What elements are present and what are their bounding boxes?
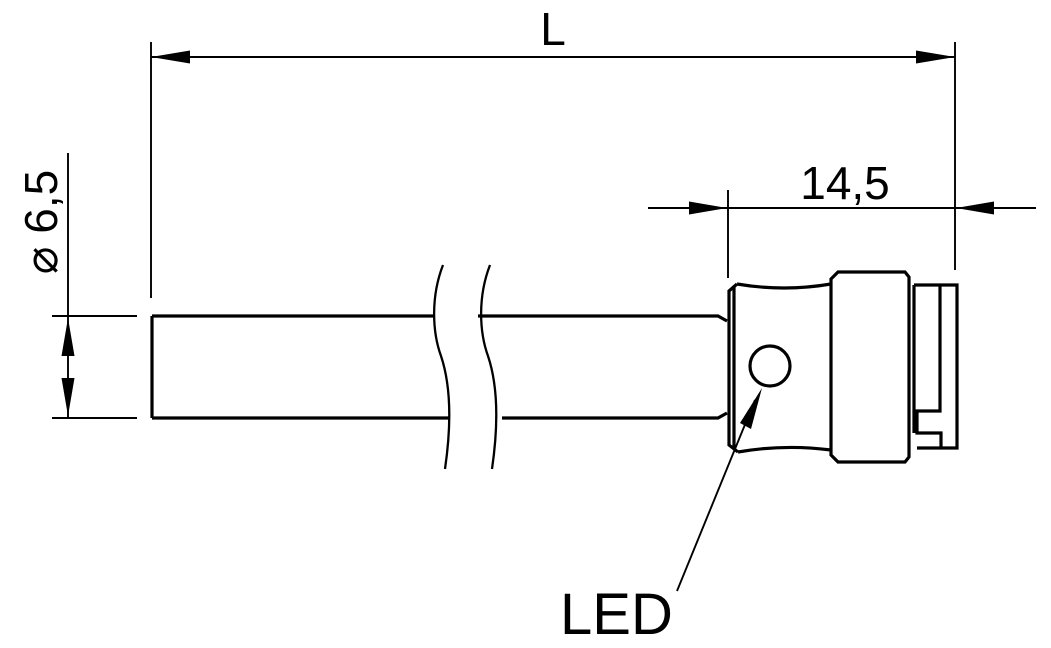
sensor-head-body — [727, 282, 832, 454]
led-callout: LED — [560, 388, 762, 647]
head-body-bottom-edge — [737, 445, 832, 454]
led-leader-arrow-icon — [740, 388, 762, 429]
led-indicator-circle — [748, 344, 792, 388]
connector-keyway-groove — [915, 285, 943, 448]
connector-plug — [912, 283, 959, 450]
diameter-arrow-down-icon — [61, 378, 75, 416]
head-body-top-edge — [736, 282, 832, 290]
led-leader-line — [676, 399, 756, 592]
connector-outer-outline — [914, 283, 959, 450]
length-dimension: L — [150, 3, 956, 298]
tube-bottom-edge — [152, 411, 728, 420]
length-arrow-left-icon — [151, 50, 190, 64]
led-label: LED — [560, 582, 673, 647]
head-nut-outline — [829, 270, 911, 464]
break-line-left — [432, 264, 451, 470]
connector-arrow-left-icon — [689, 201, 727, 215]
length-dimension-label: L — [540, 3, 566, 55]
tube-top-edge — [152, 314, 728, 323]
diameter-arrow-up-icon — [61, 318, 75, 356]
diameter-dimension-label: ⌀ 6,5 — [15, 170, 67, 274]
diameter-dimension: ⌀ 6,5 — [15, 153, 137, 419]
connector-length-dimension: 14,5 — [648, 157, 1036, 278]
connector-arrow-right-icon — [956, 201, 994, 215]
break-line-right — [479, 264, 498, 470]
connector-length-dimension-label: 14,5 — [800, 157, 890, 209]
length-arrow-right-icon — [916, 50, 955, 64]
sensor-tube — [150, 264, 728, 470]
